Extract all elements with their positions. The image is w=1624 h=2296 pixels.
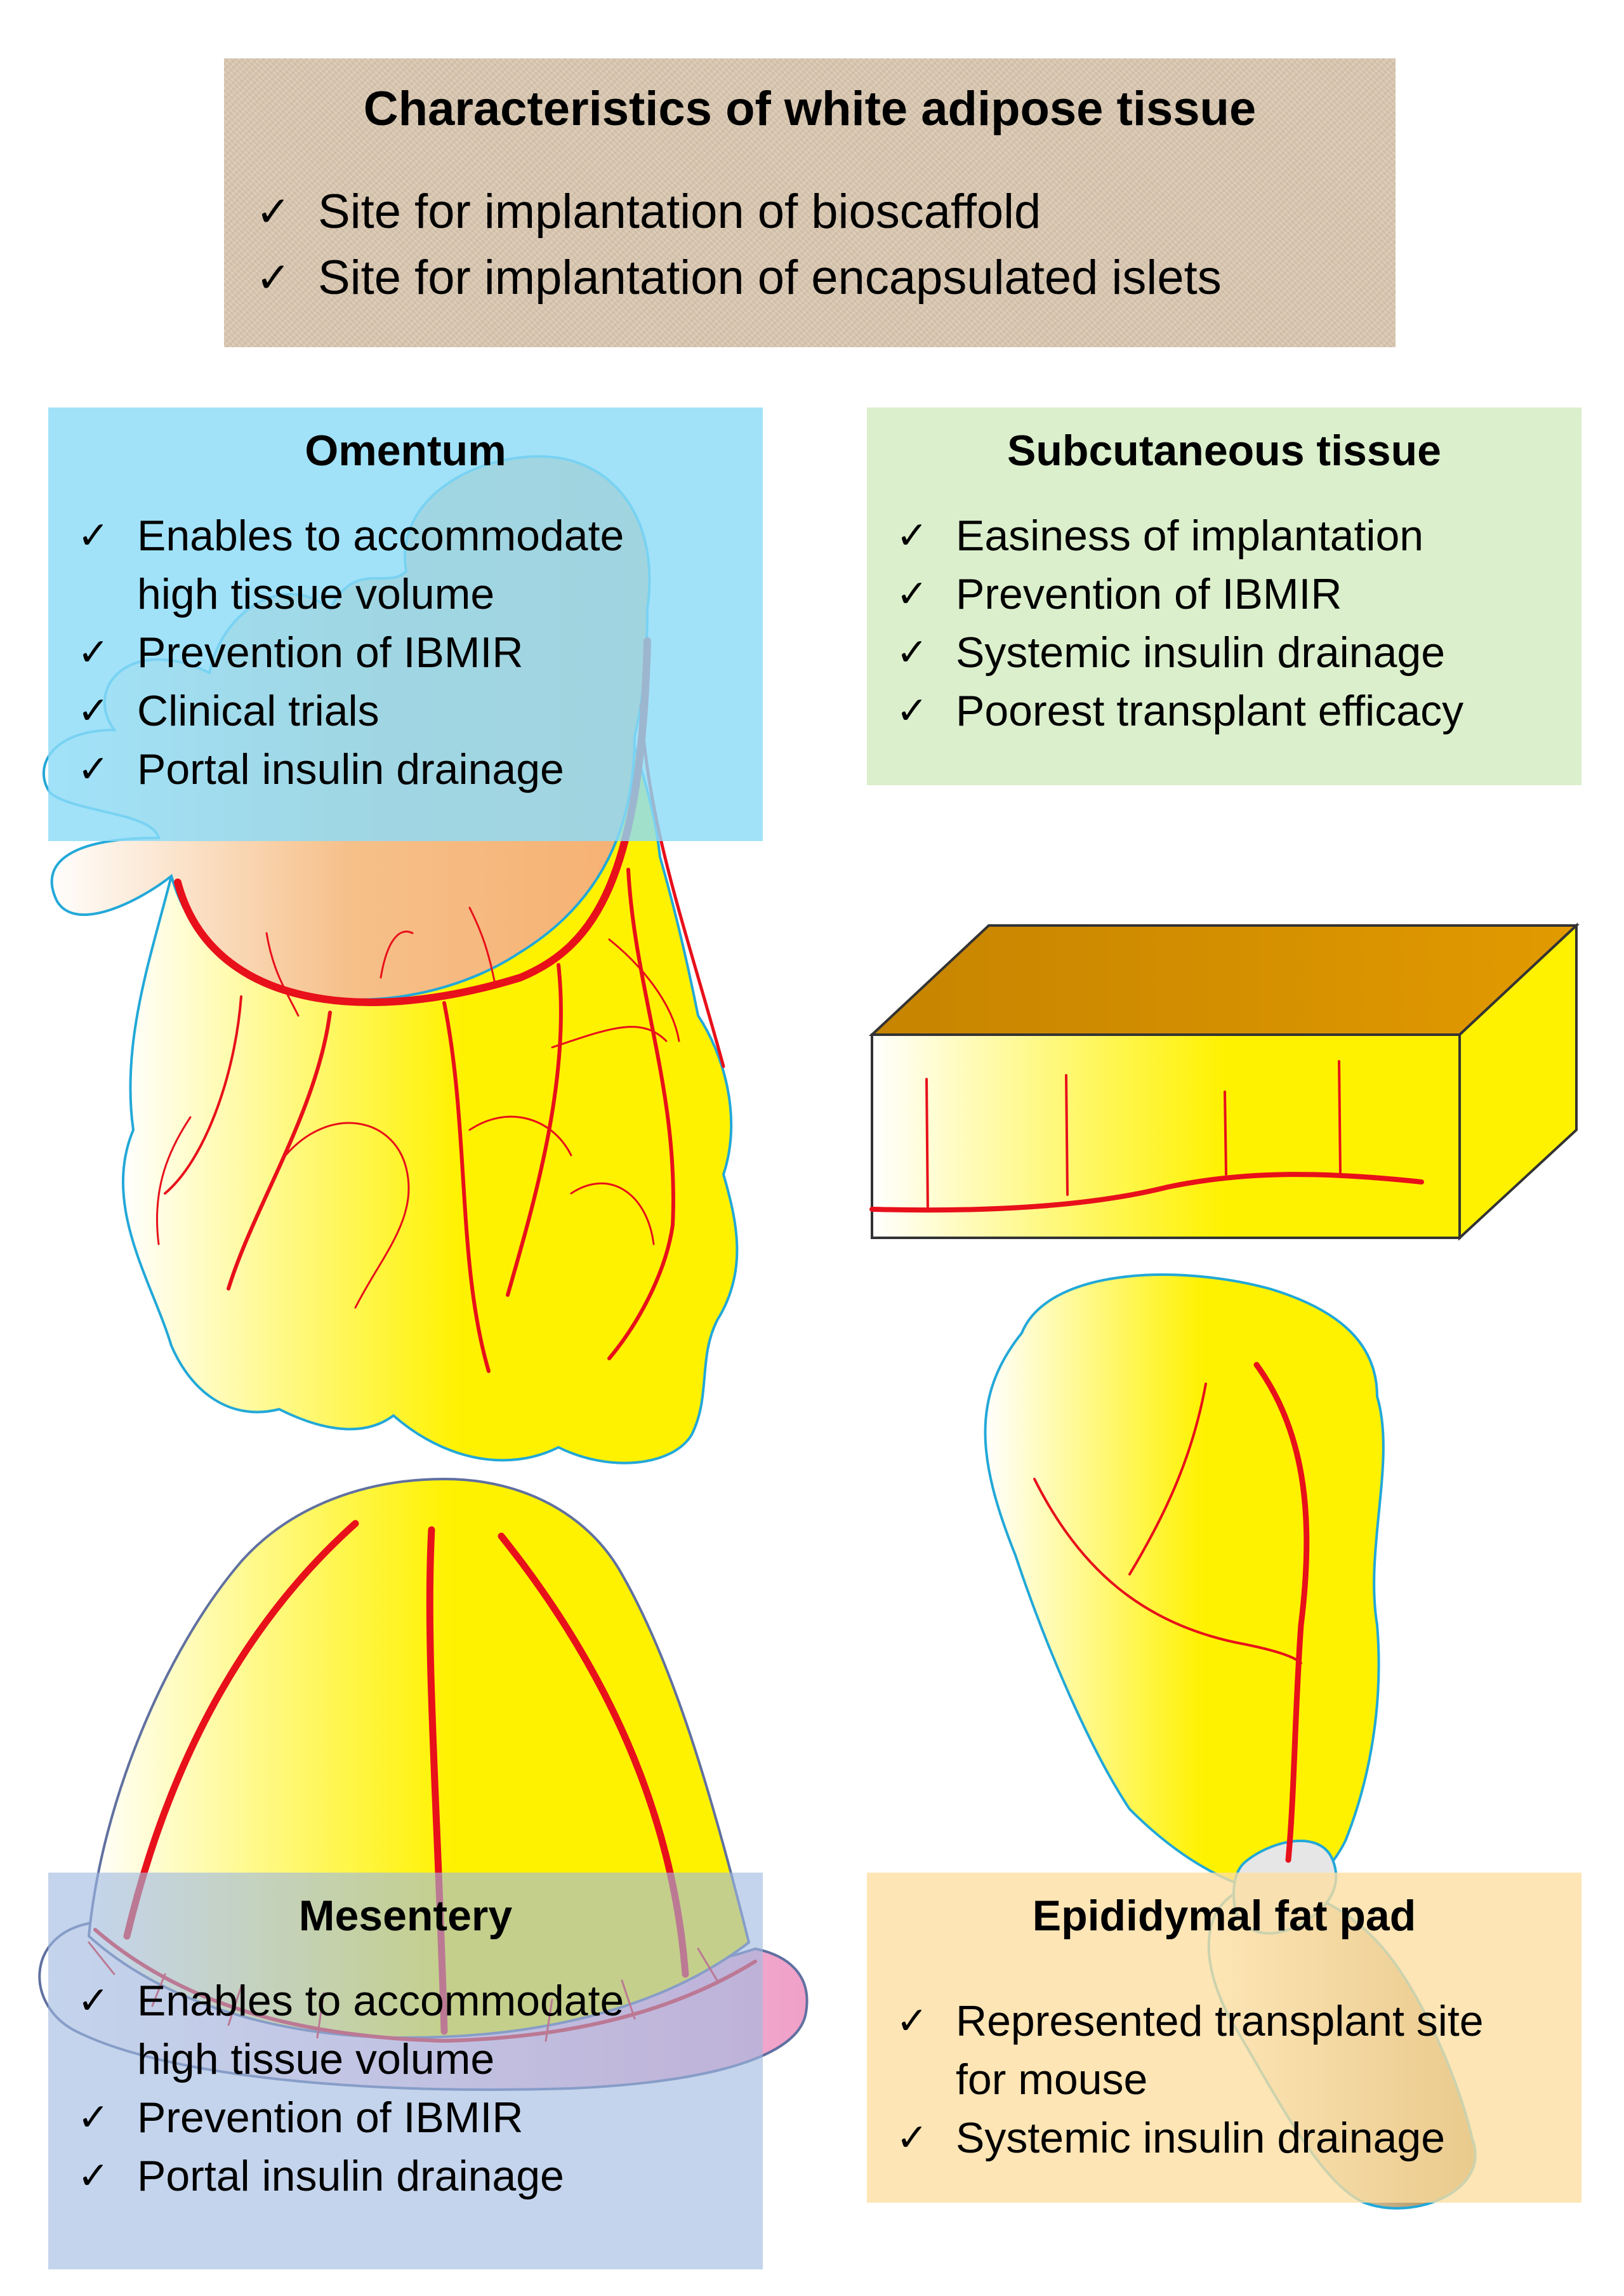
list-item: ✓ Represented transplant site for mouse — [867, 1992, 1581, 2109]
list-item: ✓ Prevention of IBMIR — [48, 2088, 763, 2147]
list-item-text: Enables to accommodate high tissue volum… — [137, 512, 624, 618]
list-item: ✓ Prevention of IBMIR — [867, 565, 1581, 623]
check-icon: ✓ — [256, 187, 291, 236]
subcutaneous-list: ✓ Easiness of implantation ✓ Prevention … — [867, 507, 1581, 740]
list-item-text: Systemic insulin drainage — [956, 2114, 1446, 2162]
header-panel: Characteristics of white adipose tissue … — [224, 58, 1396, 347]
check-icon: ✓ — [77, 2095, 110, 2140]
header-list: ✓ Site for implantation of bioscaffold ✓… — [224, 179, 1396, 311]
subcutaneous-block-illustration — [868, 922, 1580, 1241]
list-item-text: Easiness of implantation — [956, 512, 1424, 560]
list-item: ✓ Site for implantation of bioscaffold — [224, 179, 1396, 245]
check-icon: ✓ — [77, 1979, 110, 2023]
check-icon: ✓ — [896, 689, 928, 733]
mesentery-panel: Mesentery ✓ Enables to accommodate high … — [48, 1873, 763, 2269]
check-icon: ✓ — [256, 253, 291, 302]
epididymal-panel: Epididymal fat pad ✓ Represented transpl… — [867, 1873, 1581, 2203]
list-item-text: Portal insulin drainage — [137, 2152, 564, 2200]
check-icon: ✓ — [896, 2116, 928, 2160]
subcutaneous-title: Subcutaneous tissue — [1007, 427, 1441, 475]
list-item-text: Poorest transplant efficacy — [956, 687, 1464, 735]
list-item-text: Site for implantation of bioscaffold — [318, 185, 1041, 239]
check-icon: ✓ — [77, 2154, 110, 2198]
omentum-panel: Omentum ✓ Enables to accommodate high ti… — [48, 408, 763, 841]
check-icon: ✓ — [77, 747, 110, 792]
list-item: ✓ Enables to accommodate high tissue vol… — [48, 1972, 763, 2088]
header-title: Characteristics of white adipose tissue — [363, 82, 1257, 136]
check-icon: ✓ — [896, 572, 928, 616]
list-item: ✓ Prevention of IBMIR — [48, 623, 763, 682]
list-item: ✓ Systemic insulin drainage — [867, 623, 1581, 682]
check-icon: ✓ — [77, 689, 110, 733]
list-item: ✓ Systemic insulin drainage — [867, 2109, 1581, 2167]
list-item-text: Systemic insulin drainage — [956, 628, 1446, 677]
list-item-text: Site for implantation of encapsulated is… — [318, 251, 1222, 305]
epididymal-vessels — [1033, 1362, 1310, 1863]
list-item: ✓ Portal insulin drainage — [48, 2147, 763, 2205]
mesentery-list: ✓ Enables to accommodate high tissue vol… — [48, 1972, 763, 2205]
block-front-face — [871, 1033, 1461, 1239]
list-item: ✓ Easiness of implantation — [867, 507, 1581, 565]
check-icon: ✓ — [77, 514, 110, 558]
check-icon: ✓ — [896, 514, 928, 558]
list-item: ✓ Site for implantation of encapsulated … — [224, 245, 1396, 311]
skin-vessels — [869, 1060, 1424, 1213]
epididymal-list: ✓ Represented transplant site for mouse … — [867, 1992, 1581, 2167]
block-top-face — [868, 924, 1580, 1036]
check-icon: ✓ — [896, 630, 928, 675]
list-item: ✓ Clinical trials — [48, 682, 763, 740]
subcutaneous-panel: Subcutaneous tissue ✓ Easiness of implan… — [867, 408, 1581, 785]
omentum-list: ✓ Enables to accommodate high tissue vol… — [48, 507, 763, 799]
check-icon: ✓ — [896, 1999, 928, 2043]
check-icon: ✓ — [77, 630, 110, 675]
list-item: ✓ Portal insulin drainage — [48, 740, 763, 799]
list-item-text: Portal insulin drainage — [137, 745, 564, 793]
mesentery-title: Mesentery — [298, 1892, 513, 1940]
list-item-text: Prevention of IBMIR — [137, 2094, 524, 2142]
list-item-text: Prevention of IBMIR — [956, 570, 1342, 618]
epididymal-fat-shape — [984, 1273, 1385, 1894]
list-item-text: Enables to accommodate high tissue volum… — [137, 1977, 624, 2083]
list-item-text: Clinical trials — [137, 687, 380, 735]
list-item: ✓ Poorest transplant efficacy — [867, 682, 1581, 740]
list-item: ✓ Enables to accommodate high tissue vol… — [48, 507, 763, 623]
omentum-title: Omentum — [305, 427, 506, 475]
list-item-text: Prevention of IBMIR — [137, 628, 524, 677]
epididymal-title: Epididymal fat pad — [1032, 1892, 1416, 1940]
list-item-text: Represented transplant site for mouse — [956, 1997, 1484, 2104]
